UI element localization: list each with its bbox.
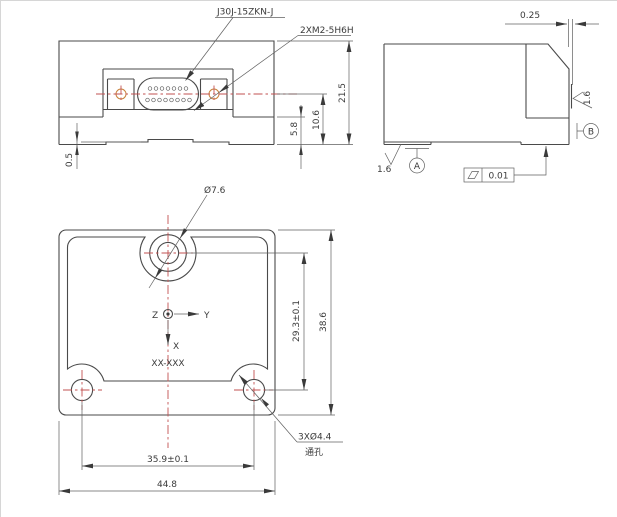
dim-overall-width: 44.8 <box>58 421 276 495</box>
side-view: 0.25 1.6 A 1.6 B <box>377 11 599 183</box>
axis-x-label: X <box>173 342 179 352</box>
plan-view: Z Y X XX-XXX Ø7.6 3XØ4.4 通孔 29.3±0.1 <box>58 185 343 495</box>
plan-base-outline <box>58 229 276 416</box>
connector-pins <box>145 86 192 103</box>
plan-centerlines <box>63 215 273 448</box>
dim-face-offset: 0.25 <box>505 11 599 85</box>
datum-b-letter: B <box>588 128 594 138</box>
dim-overall-depth: 38.6 <box>278 229 335 416</box>
dim-44-8: 44.8 <box>157 480 177 490</box>
roughness-bottom-value: 1.6 <box>377 165 392 175</box>
part-marking: XX-XXX <box>151 359 184 369</box>
leader-arrowhead <box>218 84 229 93</box>
dim-0-25: 0.25 <box>520 11 540 21</box>
dim-hole-row-span: 29.3±0.1 <box>187 252 308 391</box>
screw-label: 2XM2-5H6H <box>300 26 354 36</box>
side-body-outline <box>383 43 570 146</box>
dim-35-9: 35.9±0.1 <box>147 455 189 465</box>
datum-b-symbol: B <box>576 123 599 139</box>
screw-callout: 2XM2-5H6H <box>193 26 354 111</box>
axis-y-label: Y <box>203 311 210 321</box>
dim-10-6: 10.6 <box>312 110 322 130</box>
dim-foot-lip: 0.5 <box>65 123 141 169</box>
plan-body-outline <box>66 236 269 382</box>
dim-0-5: 0.5 <box>65 153 75 167</box>
roughness-icon <box>572 91 593 109</box>
mount-holes-label: 3XØ4.4 <box>298 432 332 443</box>
dim-38-6: 38.6 <box>319 312 329 332</box>
connector-label: J30J-15ZKN-J <box>216 8 273 18</box>
dim-center-to-base: 10.6 <box>277 93 327 145</box>
roughness-icon <box>384 143 402 166</box>
front-centerlines <box>96 85 297 103</box>
dim-29-3: 29.3±0.1 <box>292 300 302 342</box>
dim-block-to-base: 5.8 <box>277 105 305 169</box>
mount-holes-callout: 3XØ4.4 通孔 <box>238 374 343 458</box>
dim-5-8: 5.8 <box>290 122 300 137</box>
counterbore-label: Ø7.6 <box>204 185 226 196</box>
front-body-outline <box>58 40 275 146</box>
front-view: J30J-15ZKN-J 2XM2-5H6H 21.5 10.6 <box>58 8 354 169</box>
dim-21-5: 21.5 <box>338 83 348 103</box>
axis-z-label: Z <box>152 311 158 321</box>
counterbore-callout: Ø7.6 <box>148 185 226 289</box>
dim-hole-pitch: 35.9±0.1 <box>81 402 255 470</box>
connector-callout: J30J-15ZKN-J <box>185 8 285 81</box>
dsub-connector <box>136 77 200 111</box>
z-axis-icon <box>162 308 174 320</box>
mount-holes-note: 通孔 <box>305 447 323 458</box>
flatness-icon <box>467 171 480 179</box>
flatness-value: 0.01 <box>488 172 508 182</box>
dim-front-height: 21.5 <box>277 40 353 145</box>
surface-roughness-face: 1.6 <box>572 91 593 109</box>
surface-roughness-bottom: 1.6 <box>377 143 402 175</box>
flatness-tolerance-frame: 0.01 <box>463 146 549 183</box>
axes-indicator: Z Y X XX-XXX <box>151 308 210 369</box>
roughness-face-value: 1.6 <box>583 91 593 106</box>
side-inner-lines <box>525 44 569 119</box>
datum-a-letter: A <box>414 162 421 172</box>
datum-a-symbol: A <box>405 148 429 174</box>
